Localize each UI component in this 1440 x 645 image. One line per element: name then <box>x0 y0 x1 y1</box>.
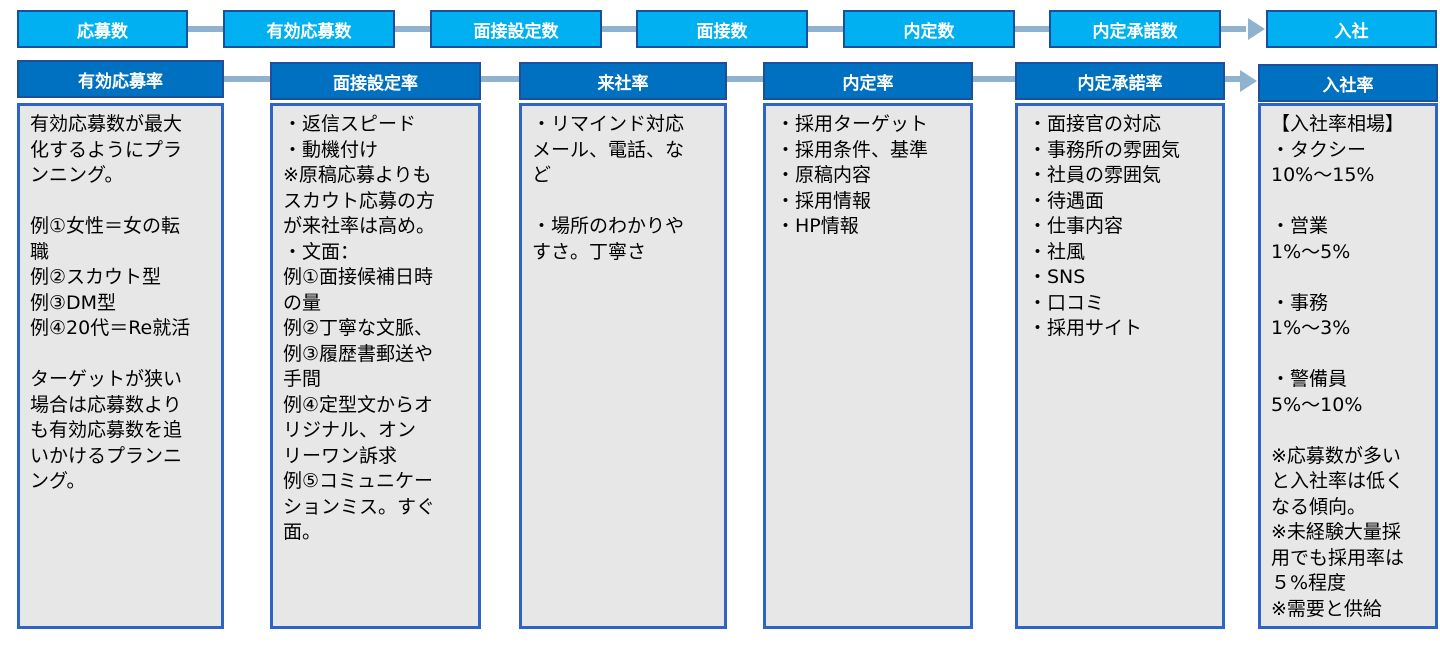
step-applications: 応募数 <box>17 10 188 48</box>
note-box-interview-setting: ・返信スピード ・動機付け ※原稿応募よりも スカウト応募の方 が来社率は高め。… <box>270 103 481 629</box>
note-box-offer: ・採用ターゲット ・採用条件、基準 ・原稿内容 ・採用情報 ・HP情報 <box>763 103 973 629</box>
note-box-valid-application: 有効応募数が最大 化するようにプラ ンニング。 例①女性＝女の転 職 例②スカウ… <box>17 103 224 629</box>
rate-header-offer: 内定率 <box>763 62 973 100</box>
step-valid-applications: 有効応募数 <box>223 10 395 48</box>
step-interviews-scheduled: 面接設定数 <box>430 10 602 48</box>
rate-header-visit: 来社率 <box>519 62 727 100</box>
rate-header-valid-application: 有効応募率 <box>17 60 224 98</box>
note-box-visit: ・リマインド対応 メール、電話、な ど ・場所のわかりや すさ。丁寧さ <box>519 103 727 629</box>
rate-connector-line <box>224 76 1246 82</box>
arrow-right-icon <box>1240 70 1257 92</box>
rate-header-acceptance: 内定承諾率 <box>1015 62 1225 100</box>
step-offers: 内定数 <box>843 10 1015 48</box>
rate-header-interview-setting: 面接設定率 <box>270 62 481 100</box>
step-offers-accepted: 内定承諾数 <box>1049 10 1221 48</box>
rate-header-hire: 入社率 <box>1258 64 1438 102</box>
step-hired: 入社 <box>1266 10 1437 48</box>
step-interviews: 面接数 <box>636 10 808 48</box>
arrow-right-icon <box>1248 18 1265 40</box>
note-box-acceptance: ・面接官の対応 ・事務所の雰囲気 ・社員の雰囲気 ・待遇面 ・仕事内容 ・社風 … <box>1015 103 1225 629</box>
note-box-hire: 【入社率相場】 ・タクシー 10%～15% ・営業 1%～5% ・事務 1%～3… <box>1258 103 1438 629</box>
